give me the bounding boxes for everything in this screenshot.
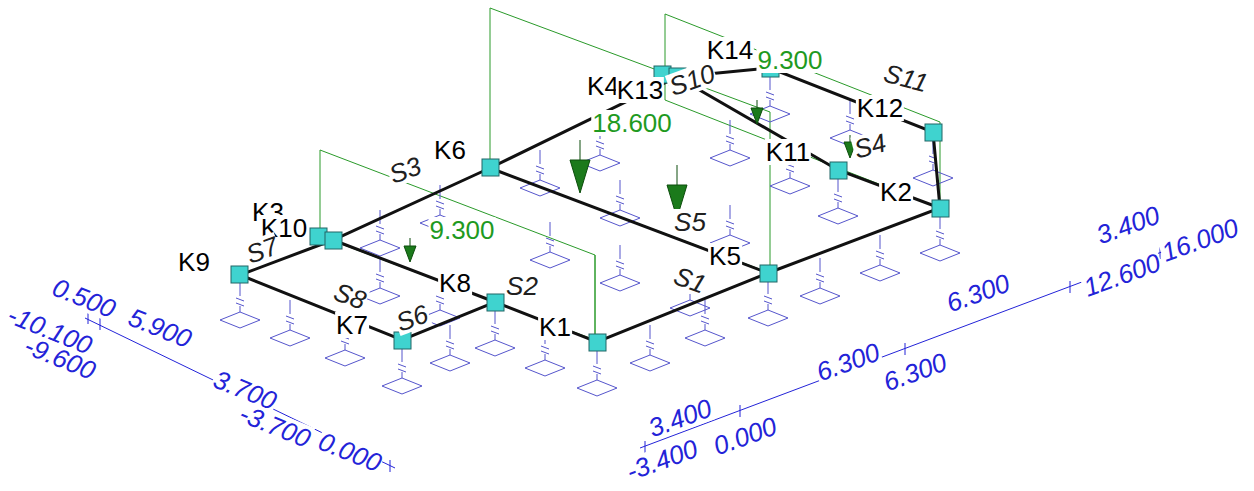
node-label: K14 — [706, 37, 754, 63]
load-value: 18.600 — [591, 110, 673, 136]
member-label: S2 — [505, 273, 539, 299]
node-label: K13 — [616, 77, 664, 103]
dimension-value: 16.000 — [1157, 214, 1243, 266]
node-label: K6 — [433, 137, 467, 163]
dimension-value: 12.600 — [1079, 249, 1165, 301]
load-panel — [320, 8, 940, 340]
dimension-value: 0.000 — [709, 412, 781, 459]
member-label: S8 — [330, 278, 371, 314]
node-label: K8 — [438, 270, 472, 296]
member-label: S5 — [673, 209, 707, 235]
dimension-value: -3.700 — [235, 400, 315, 452]
node-label: K7 — [335, 312, 369, 338]
node-label: K12 — [856, 95, 904, 121]
member-label: S3 — [385, 152, 426, 188]
dimension-value: 6.300 — [942, 269, 1014, 316]
dimension-value: 3.400 — [644, 394, 716, 441]
node-marker — [231, 60, 949, 351]
member-label: S1 — [670, 262, 711, 298]
node-label: K1 — [538, 314, 572, 340]
load-value: 9.300 — [756, 47, 823, 73]
node-label: K4 — [586, 73, 620, 99]
dimension-line — [85, 232, 1215, 472]
frame-beam — [240, 68, 940, 342]
dimension-value: 0.000 — [314, 427, 386, 476]
load-value: 9.300 — [428, 217, 495, 243]
dimension-value: 6.300 — [879, 348, 951, 395]
node-label: K5 — [708, 243, 742, 269]
node-label: K2 — [879, 179, 913, 205]
member-label: S10 — [665, 60, 719, 101]
member-label: S11 — [880, 59, 931, 96]
node-label: K9 — [177, 249, 211, 275]
dimension-value: 6.300 — [812, 338, 884, 385]
dimension-value: 3.400 — [1092, 201, 1164, 248]
node-label: K11 — [765, 139, 811, 165]
member-label: S4 — [850, 129, 889, 163]
dimension-value: 5.900 — [124, 303, 196, 352]
dimension-value: 0.500 — [48, 273, 120, 322]
dimension-value: -3.400 — [622, 435, 702, 485]
spring-support — [220, 76, 960, 396]
load-arrow — [404, 100, 856, 262]
